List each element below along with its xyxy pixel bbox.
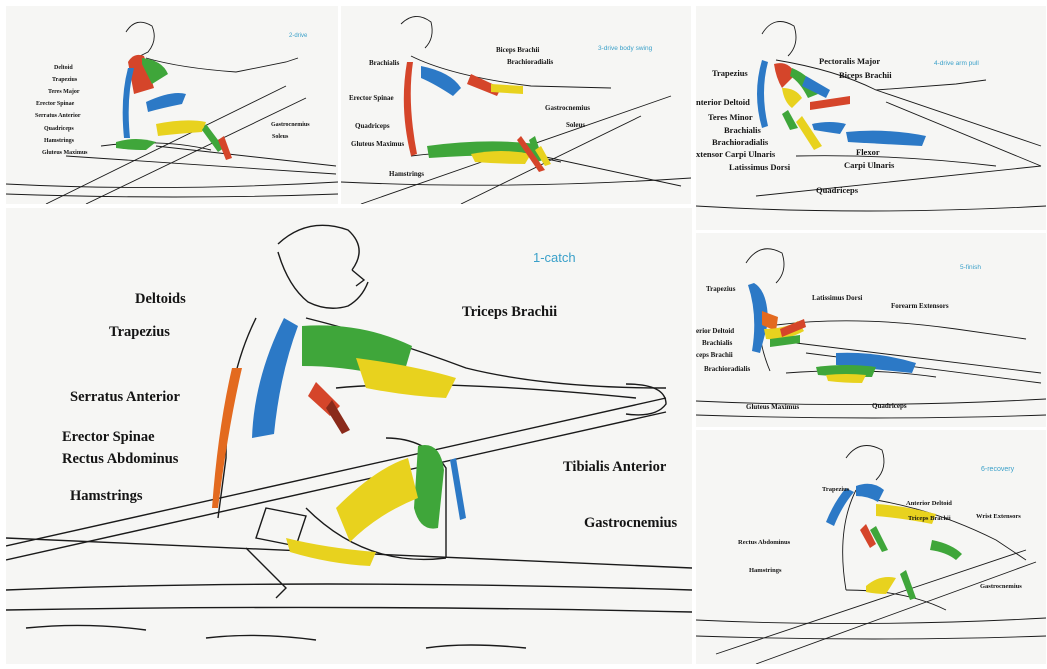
label-flexor: Flexor [856, 148, 880, 157]
label-hamstrings: Hamstrings [389, 171, 424, 178]
caption-finish: 5-finish [960, 265, 981, 272]
label-latissimus-dorsi: Latissimus Dorsi [812, 295, 862, 302]
label-trapezius: Trapezius [52, 77, 77, 83]
label-anterior-deltoid: nterior Deltoid [696, 98, 750, 107]
caption-drive: 2-drive [289, 33, 307, 39]
label-gastrocnemius: Gastrocnemius [584, 516, 677, 531]
label-trapezius: Trapezius [822, 487, 849, 494]
label-anterior-deltoid: Anterior Deltoid [906, 501, 952, 508]
caption-body-swing: 3-drive body swing [598, 46, 652, 53]
label-pectoralis-major: Pectoralis Major [819, 57, 880, 66]
panel-recovery: 6-recovery Trapezius Anterior Deltoid Tr… [696, 430, 1046, 664]
label-brachialis: Brachialis [369, 60, 399, 67]
panel-arm-pull: 4-drive arm pull Trapezius Pectoralis Ma… [696, 6, 1046, 230]
label-brachioradialis: Brachioradialis [704, 366, 750, 373]
label-gastrocnemius: Gastrocnemius [980, 584, 1022, 591]
label-erector-spinae: Erector Spinae [36, 101, 74, 107]
label-teres-minor: Teres Minor [708, 113, 753, 122]
caption-catch: 1-catch [533, 251, 576, 264]
label-brachialis: Brachialis [702, 340, 732, 347]
label-triceps-brachii: Triceps Brachii [908, 516, 951, 523]
label-tibialis-anterior: Tibialis Anterior [563, 460, 666, 475]
label-gastrocnemius: Gastrocnemius [545, 105, 590, 112]
label-gluteus-maximus: Gluteus Maximus [746, 404, 799, 411]
label-quadriceps: Quadriceps [355, 123, 390, 130]
label-gluteus-maximus: Gluteus Maximus [42, 150, 88, 156]
rower-finish-illustration [696, 233, 1046, 427]
label-wrist-extensors: Wrist Extensors [976, 514, 1021, 521]
label-hamstrings: Hamstrings [70, 489, 143, 504]
label-rectus-abdominus: Rectus Abdominus [738, 540, 790, 547]
label-serratus-anterior: Serratus Anterior [35, 113, 81, 119]
label-carpi-ulnaris: Carpi Ulnaris [844, 161, 894, 170]
label-rectus-abdominus: Rectus Abdominus [62, 452, 178, 467]
label-deltoid: Deltoid [54, 65, 73, 71]
label-biceps-brachii: Biceps Brachii [839, 71, 892, 80]
label-quadriceps: Quadriceps [816, 186, 858, 195]
label-soleus: Soleus [566, 122, 585, 129]
label-hamstrings: Hamstrings [749, 568, 782, 575]
caption-recovery: 6-recovery [981, 466, 1014, 473]
label-trapezius: Trapezius [706, 286, 735, 293]
panel-drive: 2-drive Deltoid Trapezius Teres Major Er… [6, 6, 338, 204]
label-quadriceps: Quadriceps [44, 126, 74, 132]
label-triceps-brachii: Triceps Brachii [462, 305, 557, 320]
label-biceps-brachii: Biceps Brachii [496, 47, 539, 54]
label-hamstrings: Hamstrings [44, 138, 74, 144]
label-gastrocnemius: Gastrocnemius [271, 122, 310, 128]
label-soleus: Soleus [272, 134, 288, 140]
label-deltoids: Deltoids [135, 292, 186, 307]
panel-catch: 1-catch Deltoids Trapezius Triceps Brach… [6, 208, 692, 664]
label-teres-major: Teres Major [48, 89, 80, 95]
label-serratus-anterior: Serratus Anterior [70, 390, 180, 405]
label-erector-spinae: Erector Spinae [62, 430, 155, 445]
label-extensor-carpi-ulnaris: xtensor Carpi Ulnaris [696, 150, 775, 159]
panel-finish: 5-finish Trapezius Latissimus Dorsi Fore… [696, 233, 1046, 427]
label-trapezius: Trapezius [712, 69, 748, 78]
label-gluteus-maximus: Gluteus Maximus [351, 141, 404, 148]
label-brachioradialis: Brachioradialis [507, 59, 553, 66]
label-trapezius: Trapezius [109, 325, 170, 340]
label-latissimus-dorsi: Latissimus Dorsi [729, 163, 790, 172]
label-brachialis: Brachialis [724, 126, 761, 135]
label-forearm-extensors: Forearm Extensors [891, 303, 949, 310]
label-brachioradialis: Brachioradialis [712, 138, 768, 147]
label-quadriceps: Quadriceps [872, 403, 907, 410]
label-anterior-deltoid: erior Deltoid [696, 328, 734, 335]
caption-arm-pull: 4-drive arm pull [934, 61, 979, 68]
panel-body-swing: 3-drive body swing Brachialis Biceps Bra… [341, 6, 691, 204]
label-erector-spinae: Erector Spinae [349, 95, 394, 102]
label-biceps-brachii: ceps Brachii [696, 352, 733, 359]
